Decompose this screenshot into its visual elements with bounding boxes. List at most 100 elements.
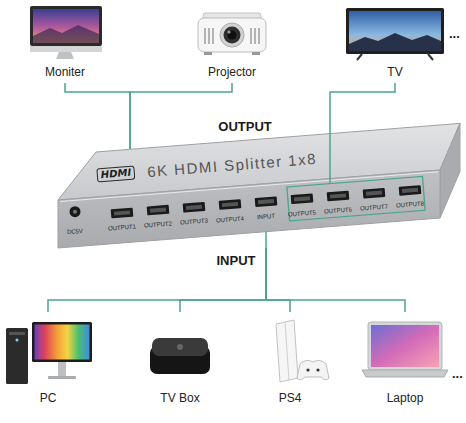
- tv-icon: [357, 54, 362, 60]
- projector-icon: [258, 28, 260, 44]
- tv-icon: [428, 54, 433, 60]
- projector-icon: [220, 23, 244, 47]
- pc-icon: [35, 325, 90, 360]
- monitor-icon: [33, 25, 99, 43]
- device-caption: PC: [40, 391, 57, 405]
- device-caption: Projector: [208, 65, 256, 79]
- pc-icon: [32, 322, 92, 362]
- source-device: PS4: [259, 312, 321, 409]
- tv-box-icon: [152, 338, 208, 356]
- brand-logo: HDMI: [96, 166, 135, 183]
- hdmi-splitter-device: [70, 206, 81, 217]
- hdmi-splitter-device: [58, 123, 460, 248]
- hdmi-splitter-device: [114, 210, 130, 215]
- source-device: Laptop: [363, 312, 447, 409]
- hdmi-splitter-device: [111, 208, 134, 219]
- device-caption: TV: [387, 65, 402, 79]
- source-device: PC: [3, 312, 93, 409]
- port-label: OUTPUT5: [288, 209, 316, 218]
- projector-icon: [252, 52, 260, 55]
- hdmi-splitter-device: [150, 207, 166, 212]
- source-device: TV Box: [148, 312, 212, 409]
- monitor-icon: [30, 46, 102, 52]
- pc-icon: [58, 362, 66, 376]
- device-caption: TV Box: [160, 391, 199, 405]
- hdmi-splitter-device: [183, 202, 206, 213]
- hdmi-splitter-device: [291, 193, 314, 204]
- monitor-icon: [56, 52, 74, 59]
- hdmi-splitter-device: [402, 188, 418, 193]
- ps4-icon: [297, 360, 329, 379]
- laptop-icon: [362, 370, 448, 377]
- port-label: INPUT: [257, 212, 275, 220]
- hdmi-splitter-device: [222, 202, 238, 207]
- connector: [266, 248, 405, 312]
- hdmi-splitter-device: [265, 232, 267, 248]
- tv-icon: [346, 8, 444, 54]
- hdmi-splitter-device: [363, 188, 386, 199]
- hdmi-splitter-device: [255, 196, 278, 207]
- projector-icon: [224, 27, 241, 44]
- hdmi-splitter-device: [255, 196, 278, 207]
- hdmi-splitter-device: [440, 123, 460, 218]
- ps4-icon: [306, 368, 309, 371]
- port-label: OUTPUT2: [144, 221, 172, 230]
- hdmi-splitter-device: [327, 191, 350, 202]
- connector: [330, 83, 395, 149]
- projector-icon: [204, 28, 206, 44]
- pc-icon: [6, 322, 92, 384]
- port-label: DC5V: [67, 228, 84, 236]
- monitor-icon: [33, 9, 99, 43]
- hdmi-splitter-device: [147, 205, 170, 216]
- hdmi-splitter-device: [73, 210, 77, 214]
- pc-icon: [16, 339, 19, 342]
- tv-box-icon: [177, 344, 183, 350]
- projector-icon: [227, 30, 230, 33]
- port-label: OUTPUT7: [360, 204, 388, 213]
- laptop-icon: [362, 322, 448, 377]
- projector-icon: [254, 28, 256, 44]
- hdmi-splitter-device: [366, 191, 382, 196]
- hdmi-splitter-device: [258, 199, 274, 204]
- output-device: TV: [345, 4, 445, 83]
- device-caption: Laptop: [387, 391, 424, 405]
- ps4-icon: [276, 320, 329, 382]
- product-title: 6K HDMI Splitter 1x8: [147, 150, 318, 180]
- hdmi-splitter-device: [399, 185, 422, 196]
- hdmi-splitter-device: [219, 199, 242, 210]
- section-label: OUTPUT: [218, 119, 271, 134]
- hdmi-splitter-device: [219, 199, 242, 210]
- port-label: OUTPUT4: [216, 215, 244, 224]
- projector-icon: [205, 28, 259, 44]
- port-label: OUTPUT1: [108, 223, 136, 232]
- projector-icon: [212, 28, 214, 44]
- ps4-icon: [276, 320, 298, 382]
- output-device: Projector: [196, 4, 268, 83]
- tv-icon: [346, 8, 444, 60]
- projector-icon: [204, 52, 212, 55]
- more-mark: ...: [449, 26, 460, 41]
- hdmi-splitter-device: [147, 205, 170, 216]
- hdmi-splitter: HDMI 6K HDMI Splitter 1x8DC5V OUTPUT1 OUTPU…: [58, 149, 460, 248]
- hdmi-splitter-device: [58, 170, 440, 248]
- connector: [48, 248, 266, 312]
- connector: [180, 248, 266, 312]
- section-label: INPUT: [217, 253, 256, 268]
- monitor-icon: [30, 6, 102, 59]
- monitor-icon: [30, 6, 102, 46]
- projector-icon: [228, 31, 237, 40]
- tv-icon: [349, 11, 441, 51]
- hdmi-splitter-device: [329, 149, 331, 183]
- device-caption: PS4: [279, 391, 302, 405]
- hdmi-splitter-device: [287, 176, 425, 221]
- pc-icon: [48, 376, 76, 379]
- device-caption: Moniter: [45, 65, 85, 79]
- port-label: OUTPUT6: [324, 206, 352, 215]
- output-device: Moniter: [23, 4, 107, 83]
- hdmi-splitter-device: [183, 202, 206, 213]
- tv-box-icon: [150, 338, 210, 374]
- hdmi-splitter-device: [327, 191, 350, 202]
